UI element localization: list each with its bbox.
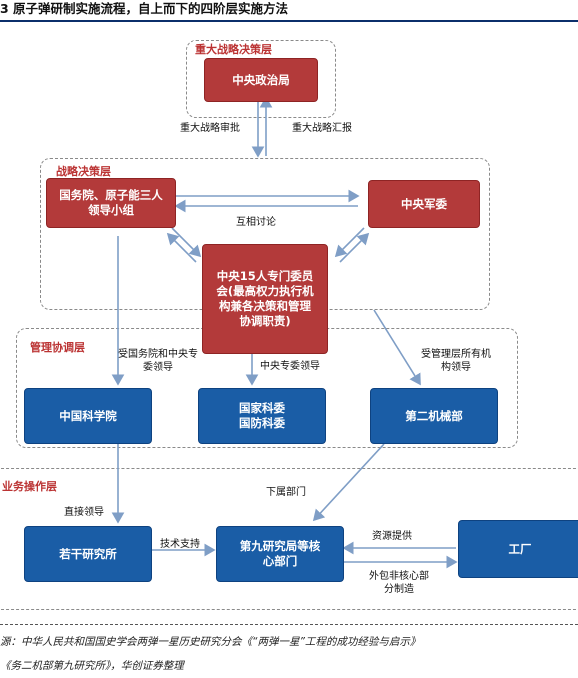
- layer-management-label: 管理协调层: [28, 339, 87, 355]
- box-military-commission: 中央军委: [368, 180, 480, 228]
- title-rule: [0, 20, 578, 22]
- box-central-committee-15: 中央15人专门委员会(最高权力执行机构兼各决策和管理协调职责): [202, 244, 328, 354]
- box-science-commission: 国家科委国防科委: [198, 388, 326, 444]
- label-cas-leadership: 受国务院和中央专委领导: [118, 349, 198, 373]
- label-direct-leadership: 直接领导: [64, 507, 104, 518]
- box-state-council: 国务院、原子能三人领导小组: [46, 178, 176, 228]
- label-management-leadership: 受管理层所有机构领导: [421, 349, 491, 373]
- box-ninth-institute: 第九研究局等核心部门: [216, 526, 344, 582]
- source-line-2: 《务二机部第九研究所》，华创证券整理: [0, 660, 184, 672]
- label-resource-supply: 资源提供: [372, 531, 412, 542]
- source-note: 源：中华人民共和国国史学会两弹一星历史研究分会《“两弹一星”工程的成功经验与启示…: [0, 630, 578, 678]
- figure-title: 3 原子弹研制实施流程，自上而下的四阶层实施方法: [0, 1, 289, 16]
- label-mutual-discussion: 互相讨论: [236, 217, 276, 228]
- source-line-1: 源：中华人民共和国国史学会两弹一星历史研究分会《“两弹一星”工程的成功经验与启示…: [0, 636, 421, 648]
- box-factory: 工厂: [458, 520, 578, 578]
- box-research-institutes: 若干研究所: [24, 526, 152, 582]
- label-subordinate-department: 下属部门: [266, 487, 306, 498]
- box-central-politburo: 中央政治局: [204, 58, 318, 102]
- layer-major-strategy: [186, 40, 336, 118]
- layer-operation: [0, 468, 578, 610]
- label-outsourcing: 外包非核心部分制造: [369, 571, 429, 595]
- label-strategy-report: 重大战略汇报: [292, 123, 352, 134]
- label-technical-support: 技术支持: [160, 539, 200, 550]
- box-chinese-academy-of-sciences: 中国科学院: [24, 388, 152, 444]
- label-strategy-approval: 重大战略审批: [180, 123, 240, 134]
- footer-rule: [0, 624, 578, 625]
- layer-strategy-label: 战略决策层: [54, 163, 113, 179]
- layer-major-strategy-label: 重大战略决策层: [193, 41, 274, 57]
- box-second-ministry: 第二机械部: [370, 388, 498, 444]
- label-central-leadership: 中央专委领导: [260, 361, 320, 372]
- layer-operation-label: 业务操作层: [0, 478, 59, 494]
